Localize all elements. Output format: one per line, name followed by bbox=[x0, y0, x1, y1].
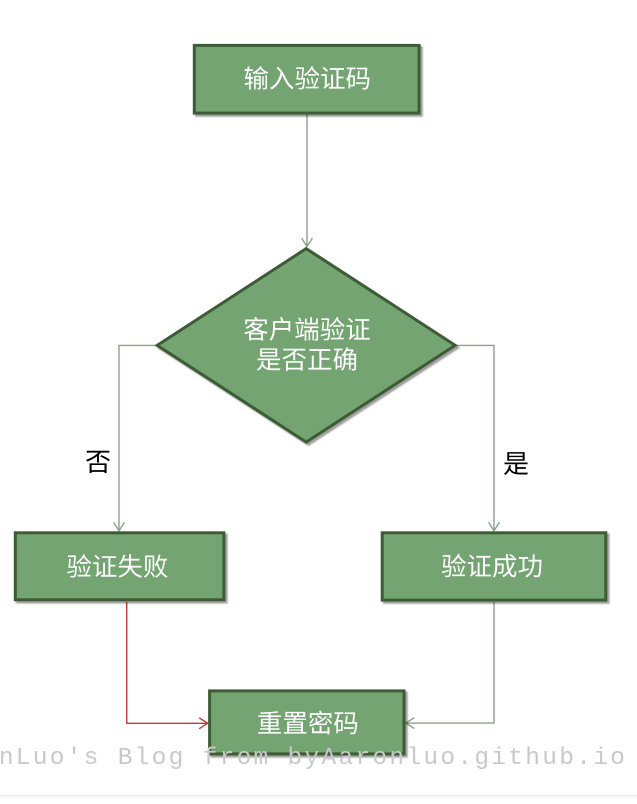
svg-text:nLuo's Blog from byAaronluo.gi: nLuo's Blog from byAaronluo.github.io bbox=[0, 745, 627, 772]
